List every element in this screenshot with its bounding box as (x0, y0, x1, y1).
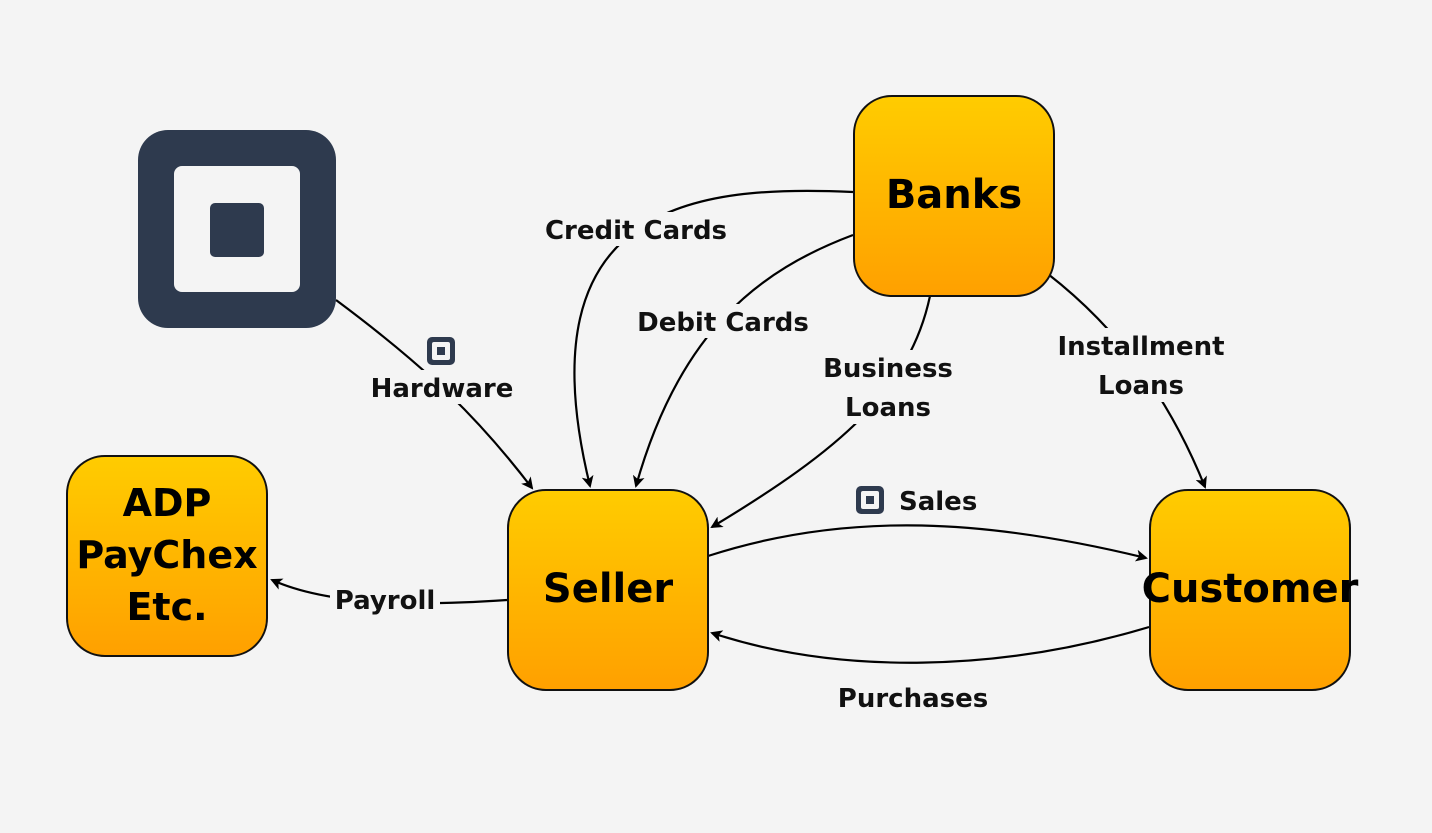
label-payroll: Payroll (330, 584, 440, 618)
label-installment-loans-line-2: Loans (1098, 371, 1184, 401)
node-seller-label: Seller (543, 566, 673, 612)
label-installment-loans: Installment Loans (1052, 328, 1230, 402)
node-payroll-providers: ADP PayChex Etc. (66, 455, 268, 657)
square-logo-icon (856, 486, 884, 514)
label-business-loans-line-2: Loans (845, 393, 931, 423)
label-business-loans-line-1: Business (823, 354, 953, 384)
node-seller: Seller (507, 489, 709, 691)
label-hardware: Hardware (368, 337, 518, 404)
label-payroll-text: Payroll (335, 586, 436, 616)
edge-purchases (710, 625, 1150, 664)
node-customer-label: Customer (1142, 566, 1359, 612)
edge-sales (707, 524, 1148, 562)
node-banks: Banks (853, 95, 1055, 297)
node-payroll-providers-line-2: PayChex (76, 533, 257, 577)
label-business-loans: Business Loans (820, 350, 956, 424)
node-banks-label: Banks (886, 172, 1022, 218)
node-payroll-providers-line-1: ADP (123, 481, 212, 525)
label-credit-cards-text: Credit Cards (545, 216, 727, 246)
node-customer: Customer (1142, 489, 1359, 691)
label-debit-cards: Debit Cards (632, 304, 814, 338)
label-purchases: Purchases (834, 680, 992, 714)
label-sales-text: Sales (899, 487, 977, 517)
label-debit-cards-text: Debit Cards (637, 308, 809, 338)
label-credit-cards: Credit Cards (540, 212, 732, 246)
label-sales: Sales (856, 486, 977, 517)
square-logo-icon (427, 337, 455, 365)
label-installment-loans-line-1: Installment (1057, 332, 1224, 362)
node-payroll-providers-line-3: Etc. (126, 585, 207, 629)
square-logo (138, 130, 336, 328)
label-purchases-text: Purchases (838, 684, 988, 714)
label-hardware-text: Hardware (371, 374, 514, 404)
